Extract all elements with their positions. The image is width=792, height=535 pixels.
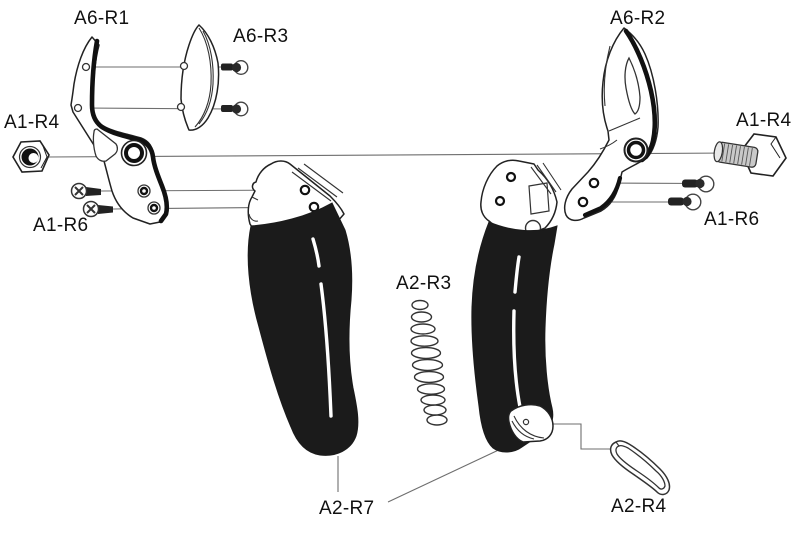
label-a6-r3: A6-R3 bbox=[233, 26, 289, 47]
bolt-a1-r4-right bbox=[713, 133, 787, 177]
blade-thick-edge bbox=[623, 28, 658, 163]
label-a2-r7: A2-R7 bbox=[319, 498, 375, 519]
grip-highlight bbox=[512, 255, 522, 409]
triangle-cutout bbox=[92, 128, 119, 162]
label-a1-r6-left: A1-R6 bbox=[33, 215, 89, 236]
phillips-cross-icon bbox=[86, 204, 96, 214]
label-a2-r3: A2-R3 bbox=[396, 273, 452, 294]
right-handle-head bbox=[480, 159, 558, 233]
blade-thick-edge bbox=[89, 38, 170, 224]
head-grooves bbox=[291, 163, 344, 202]
label-a6-r2: A6-R2 bbox=[610, 8, 666, 29]
cutting-blade-a6-r2 bbox=[563, 27, 659, 222]
phillips-cross-icon bbox=[74, 186, 84, 196]
screws-a1-r6-left bbox=[70, 182, 113, 218]
grip-highlight bbox=[311, 237, 333, 418]
counter-blade-a6-r1 bbox=[70, 36, 170, 225]
latch-plate bbox=[528, 182, 550, 215]
label-a6-r1: A6-R1 bbox=[74, 8, 130, 29]
pivot-hole bbox=[124, 143, 144, 163]
blade-slot bbox=[624, 56, 641, 115]
cover-piece-a6-r3 bbox=[176, 23, 220, 131]
threaded-shaft bbox=[713, 141, 759, 168]
right-handle bbox=[471, 159, 562, 453]
left-handle bbox=[247, 160, 359, 456]
lock-clip-a2-r4 bbox=[609, 440, 671, 496]
leader-a2r4 bbox=[552, 423, 611, 450]
label-a2-r4: A2-R4 bbox=[611, 496, 667, 517]
left-grip bbox=[247, 202, 359, 456]
label-a1-r4-right: A1-R4 bbox=[736, 110, 792, 131]
label-a1-r4-left: A1-R4 bbox=[4, 112, 60, 133]
label-a1-r6-right: A1-R6 bbox=[704, 209, 760, 230]
pivot-hole bbox=[626, 140, 646, 160]
handle-tip-latch bbox=[507, 403, 554, 443]
tab-thick-edge bbox=[582, 175, 623, 218]
nut-a1-r4-left bbox=[12, 140, 50, 173]
screws-a6-r3 bbox=[221, 60, 249, 117]
leader-a2r7-diagonal bbox=[387, 446, 506, 503]
screws-a1-r6-right bbox=[668, 175, 715, 211]
spring-a2-r3 bbox=[410, 299, 448, 426]
